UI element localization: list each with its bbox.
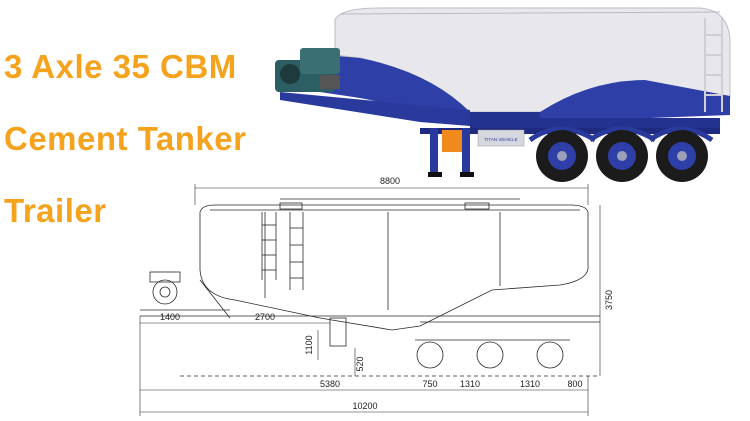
svg-text:TITAN VEHICLE: TITAN VEHICLE — [484, 137, 517, 142]
title-line-3: Trailer — [4, 192, 107, 229]
dim-kingpin-to-tank: 2700 — [255, 312, 275, 322]
drawing-top-fittings — [279, 198, 520, 210]
drawing-ladders — [261, 212, 304, 290]
dim-front-overhang: 1400 — [160, 312, 180, 322]
wheel-1 — [536, 130, 588, 182]
dim-tank-length: 8800 — [380, 176, 400, 186]
wheel-2 — [596, 130, 648, 182]
dim-discharge-height: 520 — [355, 356, 365, 371]
wheel-3 — [656, 130, 708, 182]
dimension-lines — [139, 184, 601, 416]
rear-ladder — [704, 18, 723, 112]
drawing-chassis — [140, 271, 600, 347]
dim-total-length: 10200 — [352, 401, 377, 411]
dim-axle-spacing-2: 1310 — [520, 379, 540, 389]
dim-height: 3750 — [604, 290, 614, 310]
rear-axles — [528, 126, 714, 182]
dim-rear-overhang: 800 — [567, 379, 582, 389]
compressor-unit — [275, 48, 340, 92]
drawing-axles — [415, 339, 570, 369]
dim-kingpin-to-axle: 5380 — [320, 379, 340, 389]
title-line-1: 3 Axle 35 CBM — [4, 48, 237, 85]
dim-axle-spacing-1: 1310 — [460, 379, 480, 389]
dim-fifth-wheel-height: 1100 — [304, 335, 314, 354]
title-line-2: Cement Tanker — [4, 120, 247, 157]
brand-plate: TITAN VEHICLE — [477, 129, 525, 147]
landing-gear — [428, 128, 474, 177]
dim-axle-offset: 750 — [422, 379, 437, 389]
